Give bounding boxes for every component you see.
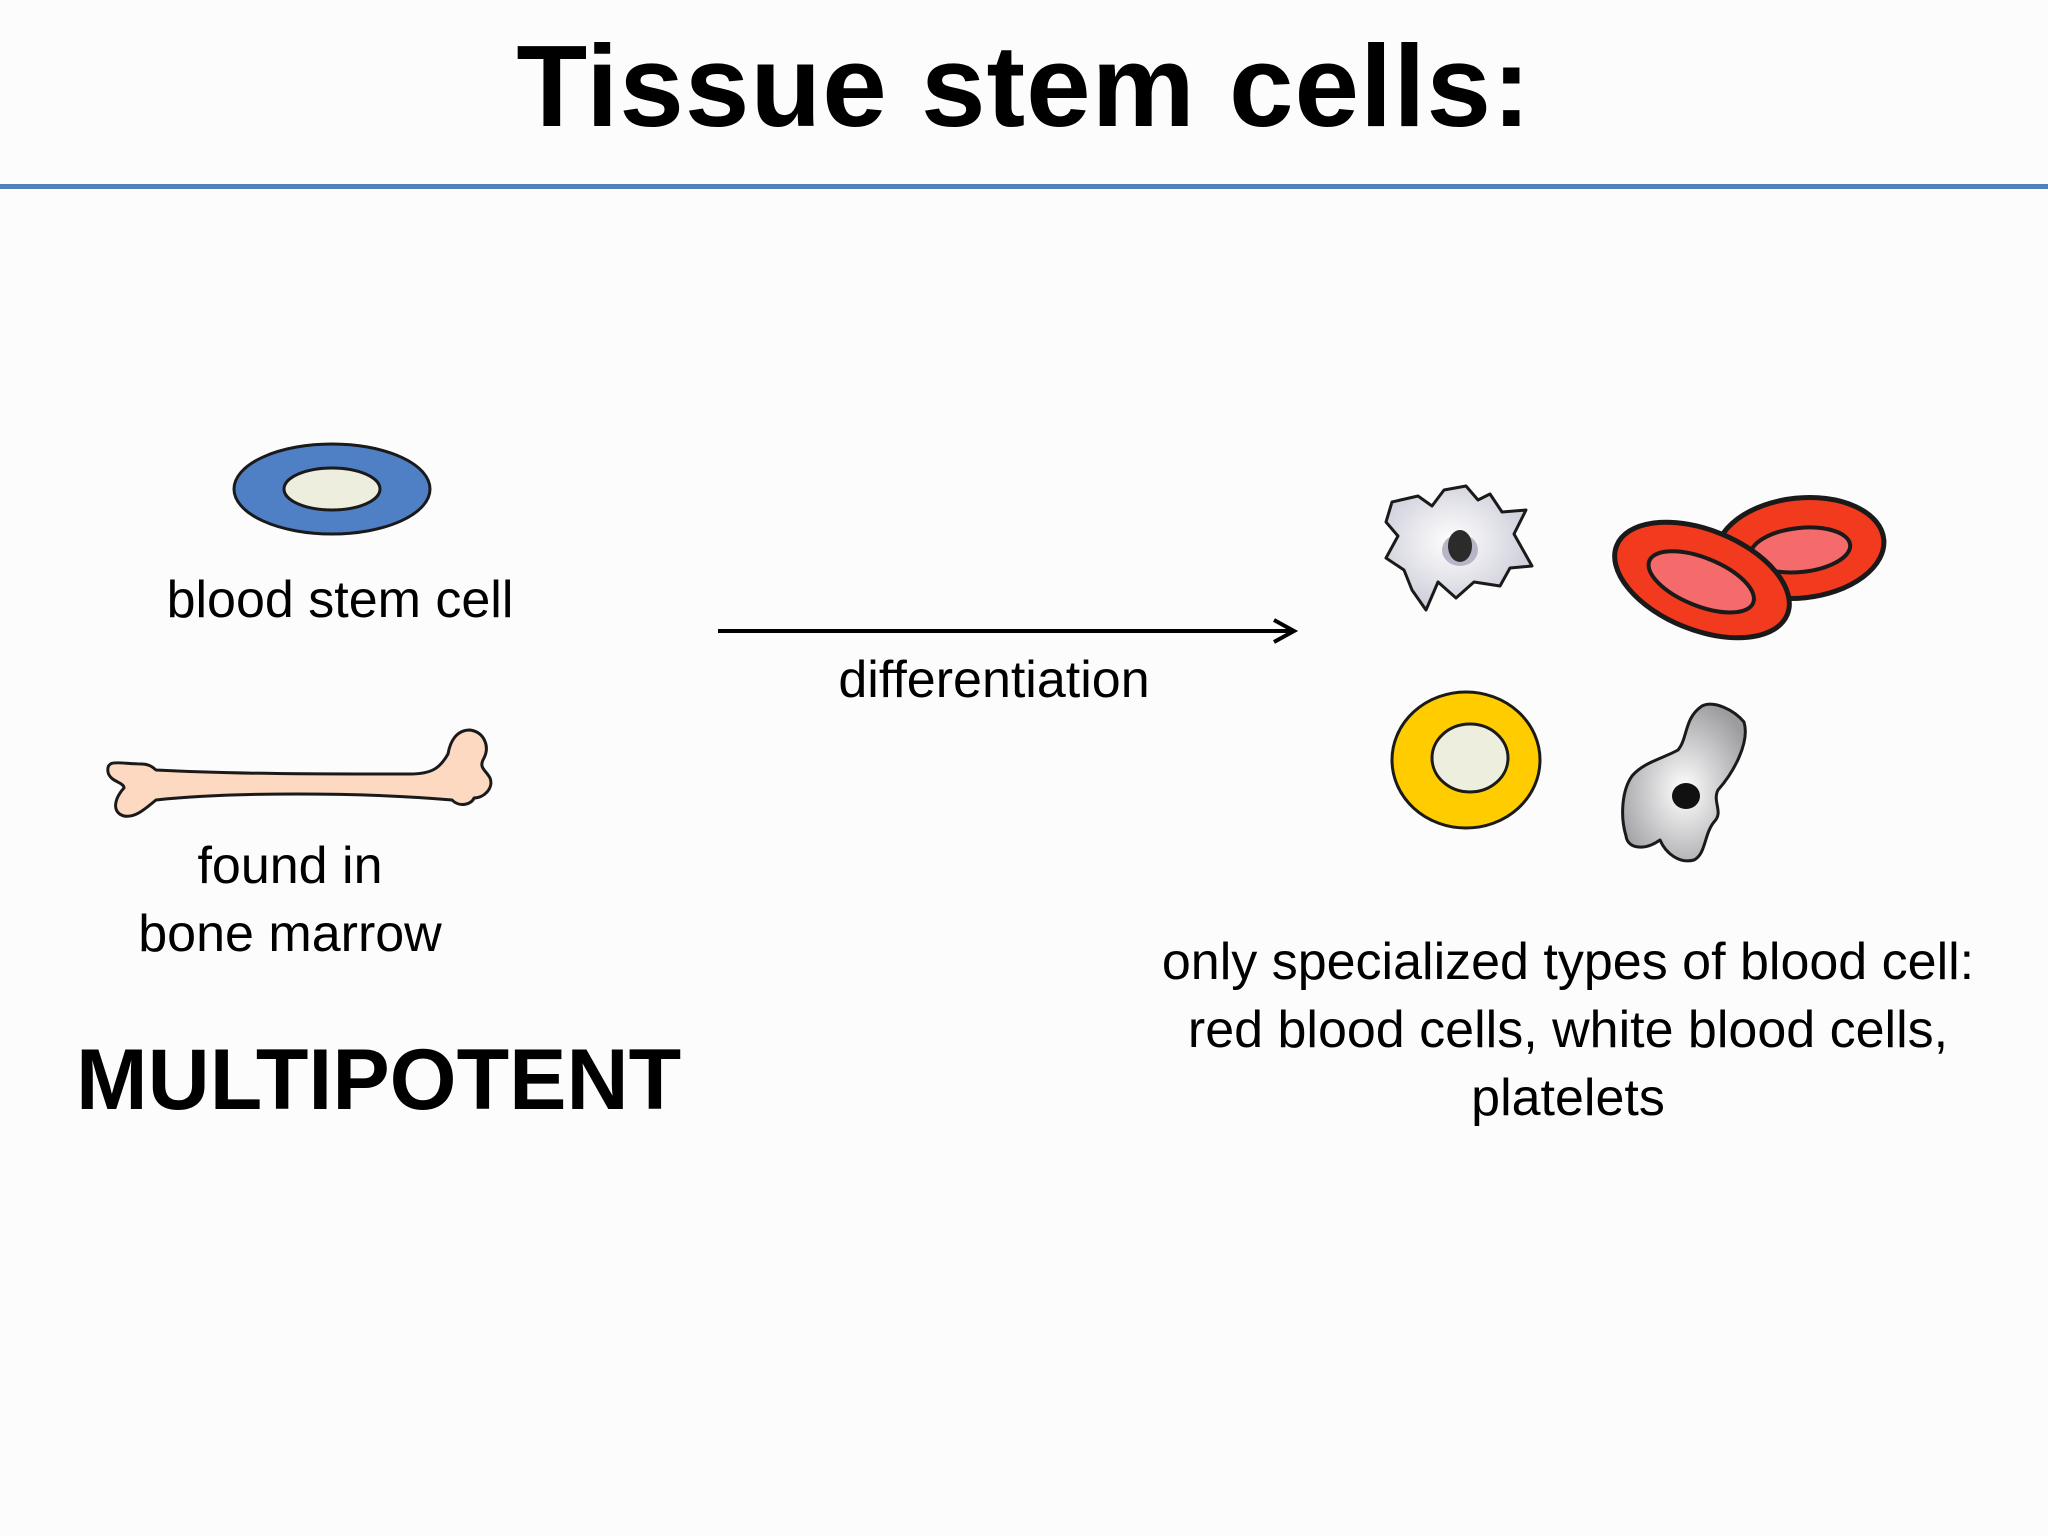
potency-label: MULTIPOTENT bbox=[76, 1032, 682, 1128]
description-line-3: platelets bbox=[1471, 1069, 1665, 1127]
location-line-1: found in bbox=[197, 837, 383, 895]
description-line-2: red blood cells, white blood cells, bbox=[1187, 1001, 1949, 1059]
description-line-1: only specialized types of blood cell: bbox=[1161, 933, 1975, 991]
location-label: found in bone marrow bbox=[110, 832, 470, 968]
white-blood-cell-icon bbox=[1384, 484, 1534, 612]
stem-cell-label: blood stem cell bbox=[166, 571, 514, 629]
title-divider bbox=[0, 184, 2048, 189]
platelet-cell-icon bbox=[1621, 702, 1747, 863]
differentiation-arrow bbox=[718, 618, 1299, 644]
specialized-cells-description: only specialized types of blood cell: re… bbox=[1110, 928, 2026, 1132]
differentiation-label: differentiation bbox=[838, 651, 1150, 709]
bone-icon bbox=[106, 728, 493, 818]
slide-title: Tissue stem cells: bbox=[516, 21, 1532, 151]
location-line-2: bone marrow bbox=[138, 905, 442, 963]
blood-stem-cell-icon bbox=[232, 442, 432, 536]
yellow-blood-cell-icon bbox=[1390, 690, 1542, 830]
red-blood-cells-icon bbox=[1612, 494, 1887, 641]
